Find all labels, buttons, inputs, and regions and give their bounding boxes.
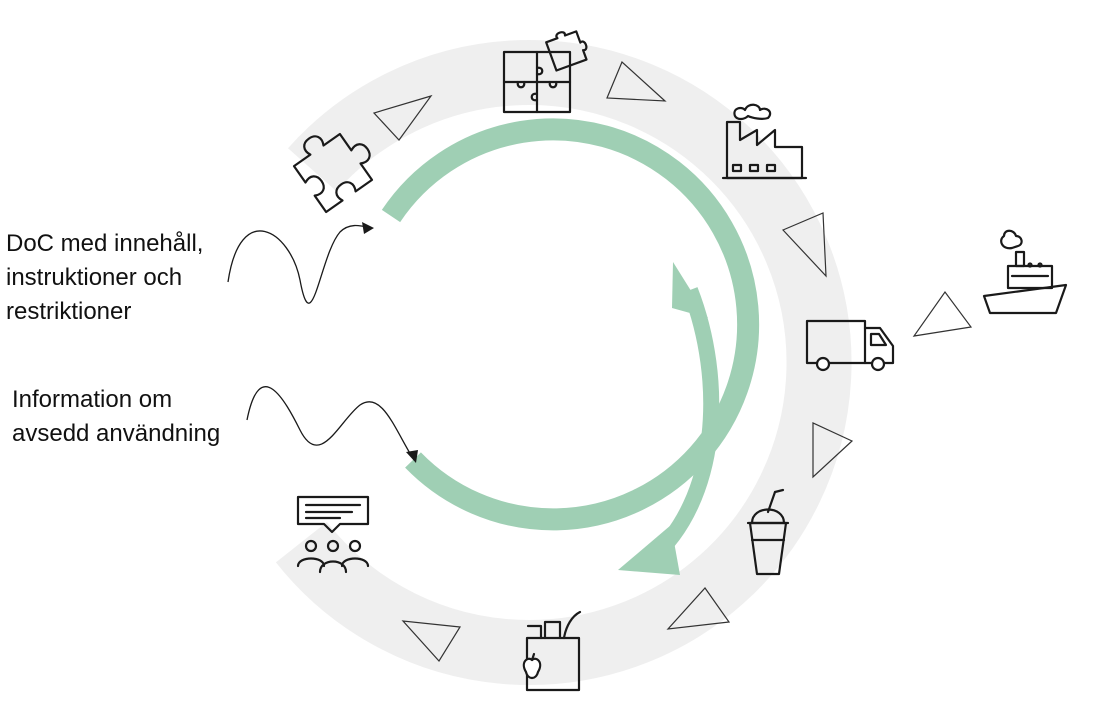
- input-wave-info-head: [406, 450, 418, 463]
- cycle-arrow-inner: [644, 287, 720, 567]
- puzzle-assembly-icon: [502, 30, 588, 114]
- cycle-arrow-outer: [381, 118, 760, 531]
- input-label-info-line: Information om: [12, 386, 173, 413]
- ring-arrow-5: [812, 422, 854, 479]
- ring-arrow-2: [606, 60, 667, 102]
- ring-arrow-7: [401, 620, 462, 662]
- ring-arrow-3: [781, 212, 827, 278]
- cycle-arrow-inner-head: [672, 262, 708, 318]
- cycle-arrow-outer-head: [618, 525, 680, 575]
- grocery-bag-icon: [522, 610, 582, 692]
- input-label-doc: DoC med innehåll, instruktioner och rest…: [6, 227, 203, 329]
- input-wave-doc: [227, 224, 373, 304]
- puzzle-piece-icon: [292, 132, 374, 214]
- input-label-info-line: avsedd användning: [12, 420, 221, 447]
- input-wave-doc-head: [362, 222, 374, 234]
- input-label-doc-line: restriktioner: [6, 298, 132, 325]
- ship-icon: [982, 229, 1068, 315]
- input-label-info: Information om avsedd användning: [12, 383, 220, 451]
- ring-arrow-4: [912, 290, 973, 337]
- truck-icon: [805, 319, 895, 372]
- input-label-doc-line: instruktioner och: [6, 264, 183, 291]
- drink-cup-icon: [746, 488, 790, 576]
- ring-arrow-6: [666, 587, 731, 630]
- people-speech-icon: [296, 495, 370, 574]
- ring-arrow-1: [372, 94, 433, 141]
- supply-chain-ring: [275, 40, 852, 685]
- factory-icon: [721, 103, 808, 180]
- input-wave-info: [246, 386, 415, 461]
- input-label-doc-line: DoC med innehåll,: [6, 230, 204, 257]
